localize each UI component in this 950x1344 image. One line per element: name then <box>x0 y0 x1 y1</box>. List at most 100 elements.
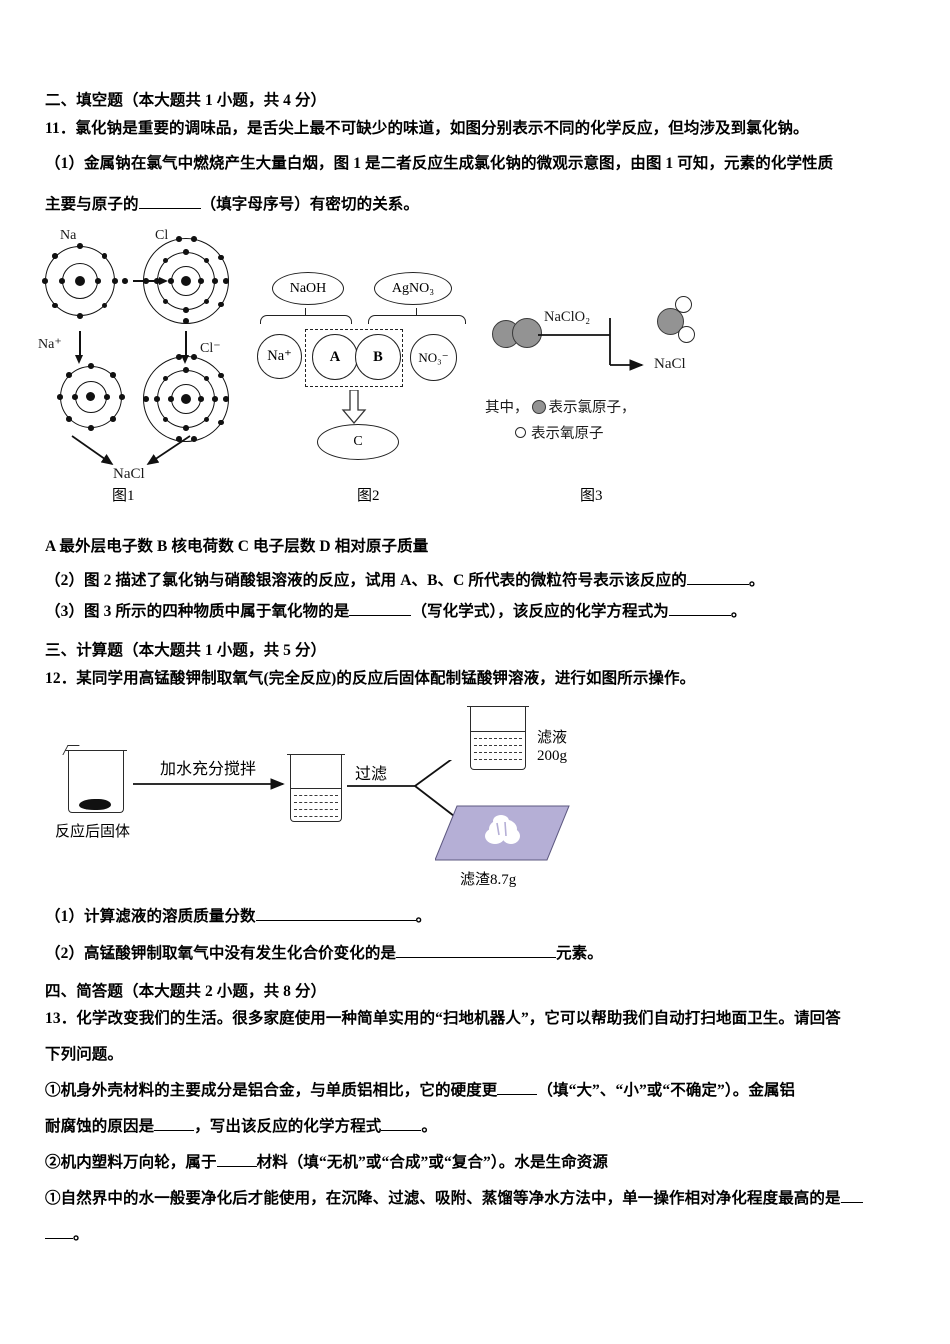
na-atom-diagram <box>42 243 118 319</box>
answer-blank-13-1c[interactable] <box>381 1130 422 1131</box>
electron <box>191 436 197 442</box>
liquid-dash <box>474 759 522 761</box>
section2-heading: 二、填空题（本大题共 1 小题，共 4 分） <box>45 92 327 109</box>
liquid-dash <box>474 752 522 754</box>
electron <box>183 425 189 431</box>
electron <box>183 367 189 373</box>
liquid-dash <box>474 738 522 740</box>
electron <box>176 436 182 442</box>
electron <box>162 298 169 305</box>
question-12-1: （1）计算滤液的溶质质量分数。 <box>45 908 431 927</box>
solid-residue-in-beaker <box>79 799 111 810</box>
arrow-add-water <box>133 778 285 790</box>
electron <box>183 249 189 255</box>
liquid-dash <box>474 745 522 747</box>
question-13-1-line1: ①机身外壳材料的主要成分是铝合金，与单质铝相比，它的硬度更（填“大”、“小”或“… <box>45 1082 795 1101</box>
q13-1b-end: 。 <box>421 1118 438 1135</box>
answer-blank-12-1[interactable] <box>255 920 416 921</box>
question-13-2: ②机内塑料万向轮，属于材料（填“无机”或“合成”或“复合”）。水是生命资源 <box>45 1154 608 1173</box>
question-13-3-line2: 。 <box>45 1226 89 1245</box>
electron <box>168 278 174 284</box>
q11-3-end: 。 <box>730 603 747 620</box>
answer-blank-11-3a[interactable] <box>349 615 412 616</box>
answer-blank-11-3b[interactable] <box>668 615 731 616</box>
q13-3-text: ①自然界中的水一般要净化后才能使用，在沉降、过滤、吸附、蒸馏等净水方法中，单一操… <box>45 1190 841 1207</box>
nacl-combine-arrows <box>71 435 191 465</box>
electron <box>104 394 110 400</box>
electron <box>162 375 169 382</box>
answer-blank-13-3b[interactable] <box>45 1238 73 1239</box>
particle-b: B <box>355 334 401 380</box>
q12-2-text: （2）高锰酸钾制取氧气中没有发生化合价变化的是 <box>45 945 397 962</box>
electron <box>168 396 174 402</box>
product-c: C <box>317 424 399 460</box>
electron <box>143 278 149 284</box>
cl-atom-diagram <box>143 236 229 324</box>
electron <box>162 416 169 423</box>
answer-blank-13-1b[interactable] <box>154 1130 195 1131</box>
beaker1-rim <box>65 750 127 752</box>
electron <box>176 236 182 242</box>
electron <box>154 278 160 284</box>
electron <box>112 278 118 284</box>
figure-1-nacl-formation: Na Cl <box>38 228 270 493</box>
electron <box>88 363 94 369</box>
electron <box>101 253 108 259</box>
beaker3-rim <box>467 706 529 708</box>
electron <box>110 416 116 422</box>
answer-blank-13-3a[interactable] <box>840 1202 863 1203</box>
electron <box>66 416 72 422</box>
reactant-agno3: AgNO₃ <box>374 272 452 305</box>
electron <box>66 372 72 378</box>
figure-4-experiment-flow: 反应后固体 加水充分搅拌 过滤 <box>55 700 615 888</box>
electron <box>218 372 224 379</box>
beaker2-liquid <box>291 788 341 821</box>
electron <box>110 372 116 378</box>
figure-2-caption: 图2 <box>357 488 380 504</box>
liquid-dash <box>294 816 338 818</box>
spectator-ion-no3: NO₃⁻ <box>410 334 457 381</box>
oxygen-atom <box>678 326 695 343</box>
electron <box>42 278 48 284</box>
figure3-legend-chlorine: 其中， 表示氯原子， <box>485 396 636 417</box>
brace-left <box>260 315 352 324</box>
electron <box>88 425 94 431</box>
legend-suffix: 表示氯原子， <box>548 400 636 416</box>
question-11-2: （2）图 2 描述了氯化钠与硝酸银溶液的反应，试用 A、B、C 所代表的微粒符号… <box>45 572 764 591</box>
beaker1-body <box>68 751 124 813</box>
question-12-2: （2）高锰酸钾制取氧气中没有发生化合价变化的是元素。 <box>45 945 603 964</box>
na-nucleus <box>75 276 85 286</box>
answer-blank-13-2[interactable] <box>216 1166 257 1167</box>
question-13-stem-line2: 下列问题。 <box>45 1046 124 1063</box>
figure1-label-cl-ion: Cl⁻ <box>200 341 221 356</box>
electron <box>77 243 83 249</box>
question-11-1-line2: 主要与原子的（填字母序号）有密切的关系。 <box>45 196 419 215</box>
electron <box>183 307 189 313</box>
electron <box>203 375 210 382</box>
q11-3-text-a: （3）图 3 所示的四种物质中属于氧化物的是 <box>45 603 350 620</box>
figure1-label-na: Na <box>60 228 77 243</box>
answer-blank-13-1a[interactable] <box>497 1094 538 1095</box>
reaction-down-arrow <box>341 390 367 424</box>
answer-blank-12-2[interactable] <box>396 957 557 958</box>
chlorine-atom <box>512 318 542 348</box>
label-filtrate-mass: 200g <box>537 748 567 764</box>
electron <box>183 318 189 324</box>
electron <box>72 394 78 400</box>
answer-blank-11-2[interactable] <box>686 584 749 585</box>
electron <box>218 254 224 261</box>
electron <box>77 313 83 319</box>
label-filtrate: 滤液 <box>537 730 568 746</box>
transferred-electron <box>122 278 128 284</box>
liquid-dash <box>294 795 338 797</box>
electron <box>52 253 58 259</box>
label-filter: 过滤 <box>355 766 388 783</box>
beaker-reacted-solid <box>62 745 127 813</box>
beaker2-rim <box>287 754 345 756</box>
na-to-naion-arrow-head <box>75 355 84 364</box>
answer-blank-11-1[interactable] <box>138 208 201 209</box>
question-11-3: （3）图 3 所示的四种物质中属于氧化物的是（写化学式），该反应的化学方程式为。 <box>45 603 747 622</box>
cl-nucleus <box>181 276 191 286</box>
electron <box>198 396 204 402</box>
q13-3-end: 。 <box>73 1226 89 1243</box>
